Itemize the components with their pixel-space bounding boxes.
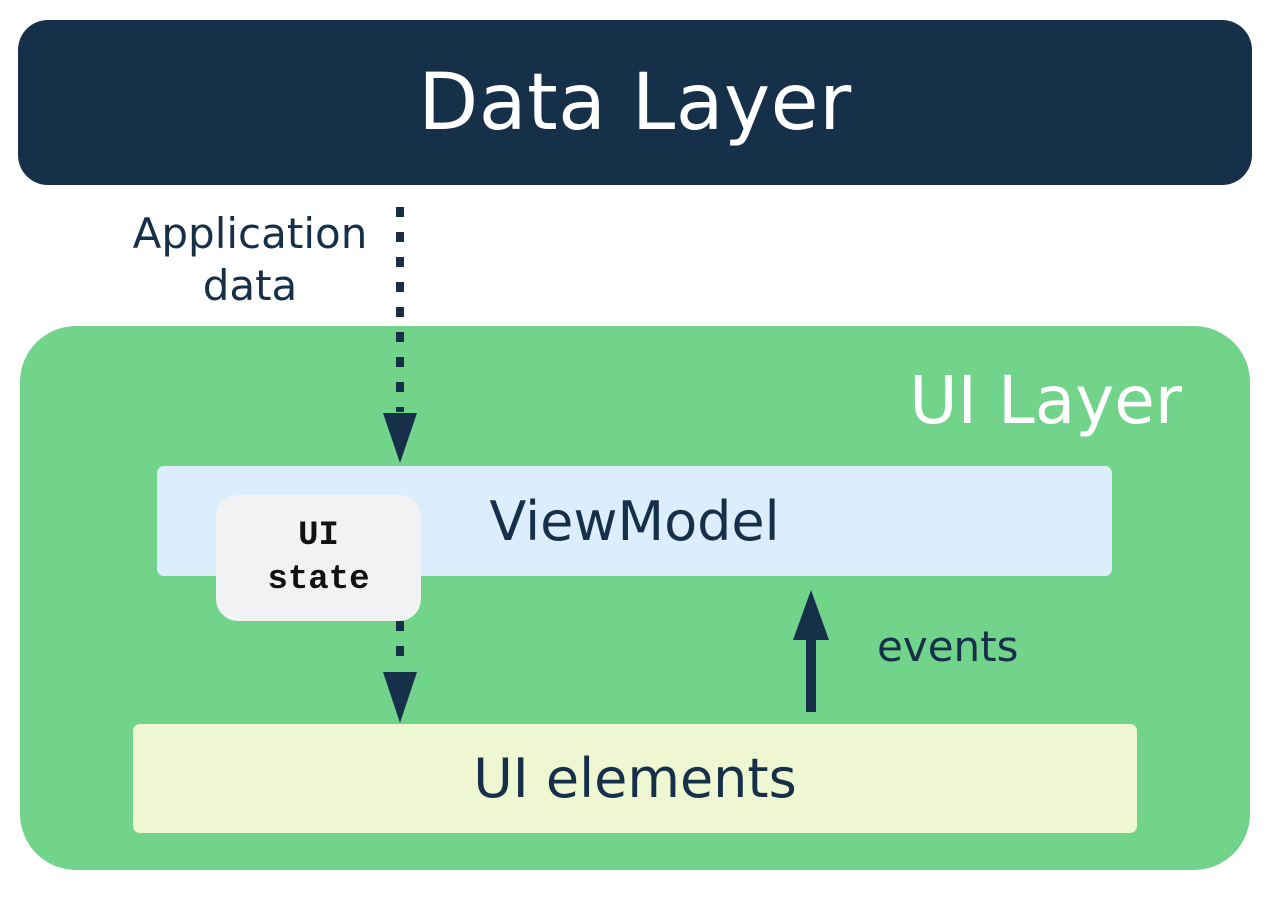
ui-state-box: UI state xyxy=(216,495,421,621)
application-data-label: Application data xyxy=(120,208,380,312)
application-data-label-line1: Application xyxy=(132,209,368,258)
ui-layer-title: UI Layer xyxy=(909,362,1182,439)
ui-state-label-line2: state xyxy=(267,561,370,599)
application-data-label-line2: data xyxy=(202,261,298,310)
data-layer-title: Data Layer xyxy=(418,57,852,148)
data-layer-box: Data Layer xyxy=(18,20,1252,185)
ui-elements-label: UI elements xyxy=(473,747,797,810)
viewmodel-label: ViewModel xyxy=(489,489,780,553)
ui-elements-box: UI elements xyxy=(133,724,1137,833)
events-label: events xyxy=(877,622,1019,671)
ui-state-label-line1: UI xyxy=(298,517,339,555)
